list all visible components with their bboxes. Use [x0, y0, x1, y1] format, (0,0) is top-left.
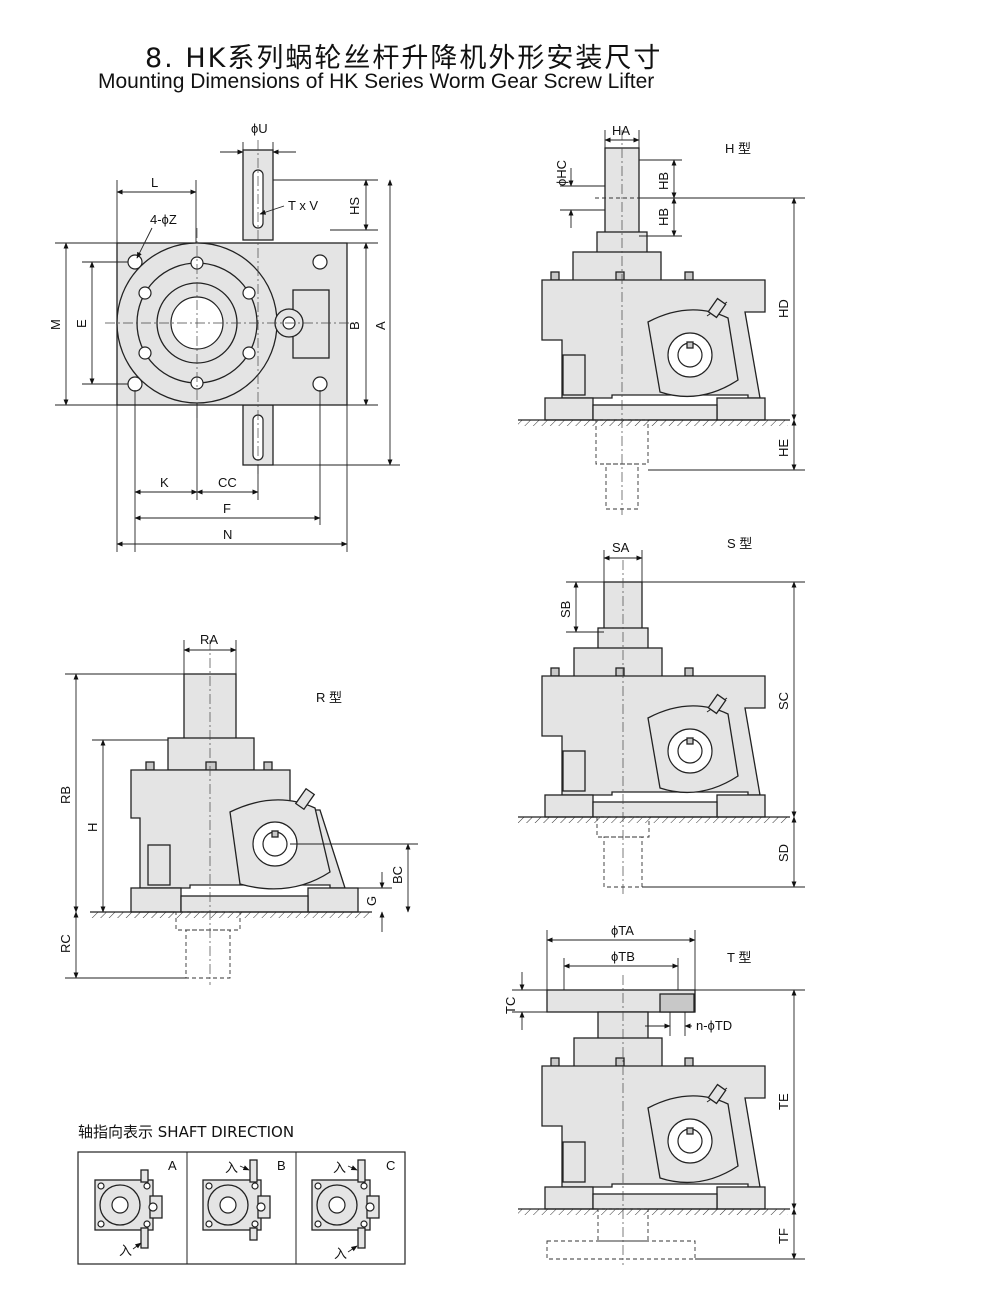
- h-type-view: H 型 HA: [518, 123, 805, 515]
- dim-label-hb-2: HB: [656, 208, 671, 226]
- dim-label-tb: ϕTB: [611, 949, 635, 964]
- s-type-screw-end: [603, 581, 643, 633]
- dim-label-ta: ϕTA: [611, 923, 634, 938]
- dim-label-g: G: [364, 896, 379, 906]
- shaft-panel-b: B 入: [202, 1158, 286, 1241]
- dim-label-rb: RB: [58, 786, 73, 804]
- dim-label-hs: HS: [347, 197, 362, 215]
- shaft-direction-label: 轴指向表示 SHAFT DIRECTION: [78, 1123, 295, 1141]
- dim-label-a: A: [373, 321, 388, 330]
- dim-label-tc: TC: [503, 997, 518, 1014]
- r-type-view: R 型 RA RB H RC: [58, 632, 418, 985]
- dim-label-td: n-ϕTD: [696, 1018, 732, 1033]
- dim-label-e: E: [74, 319, 89, 328]
- type-label-s: S 型: [727, 536, 752, 551]
- dim-label-he: HE: [776, 439, 791, 457]
- shaft-panel-letter-c: C: [386, 1158, 395, 1173]
- type-label-r: R 型: [316, 690, 342, 705]
- dim-label-m: M: [48, 319, 63, 330]
- dim-label-f: F: [223, 501, 231, 516]
- type-label-h: H 型: [725, 141, 751, 156]
- mount-hole: [312, 376, 328, 392]
- dim-label-te: TE: [776, 1093, 791, 1110]
- shaft-panel-letter-b: B: [277, 1158, 286, 1173]
- dim-label-cc: CC: [218, 475, 237, 490]
- dim-label-n: N: [223, 527, 232, 542]
- dim-label-sa: SA: [612, 540, 630, 555]
- s-type-view: S 型 SA SB SC: [518, 536, 805, 895]
- t-type-view: T 型 ϕTA ϕTB: [503, 923, 805, 1265]
- dim-label-sd: SD: [776, 844, 791, 862]
- shaft-panel-mark-c-bottom: 入: [334, 1246, 347, 1261]
- dim-label-hd: HD: [776, 299, 791, 318]
- dim-label-ra: RA: [200, 632, 218, 647]
- shaft-panel-mark-a: 入: [119, 1243, 132, 1258]
- dim-label-b: B: [347, 321, 362, 330]
- top-view: ϕU L 4-ϕZ T x V HS B A M E: [48, 121, 400, 552]
- shaft-panel-c: C 入 入: [311, 1158, 395, 1261]
- shaft-direction-legend: A 入 B 入: [77, 1151, 406, 1265]
- dim-label-h: H: [85, 823, 100, 832]
- dim-label-hb-1: HB: [656, 172, 671, 190]
- dim-label-u: ϕU: [251, 121, 268, 136]
- dim-label-rc: RC: [58, 934, 73, 953]
- shaft-panel-a: A 入: [94, 1158, 177, 1258]
- dim-label-z: 4-ϕZ: [150, 212, 177, 227]
- shaft-panel-mark-b: 入: [225, 1160, 238, 1175]
- type-label-t: T 型: [727, 950, 751, 965]
- dim-label-k: K: [160, 475, 169, 490]
- dim-label-bc: BC: [390, 866, 405, 884]
- dim-label-l: L: [151, 175, 158, 190]
- shaft-panel-mark-c: 入: [333, 1160, 346, 1175]
- shaft-panel-letter-a: A: [168, 1158, 177, 1173]
- mount-hole: [312, 254, 328, 270]
- dim-label-hc: ϕHC: [554, 160, 569, 186]
- page-title-en: Mounting Dimensions of HK Series Worm Ge…: [98, 70, 655, 93]
- dim-label-tf: TF: [776, 1228, 791, 1244]
- ground-hatch: [518, 420, 788, 426]
- dim-label-sb: SB: [558, 601, 573, 618]
- dim-label-ha: HA: [612, 123, 630, 138]
- dim-label-txv: T x V: [288, 198, 318, 213]
- page-title-cn: 8. HK系列蜗轮丝杆升降机外形安装尺寸: [145, 43, 663, 74]
- dim-label-sc: SC: [776, 692, 791, 710]
